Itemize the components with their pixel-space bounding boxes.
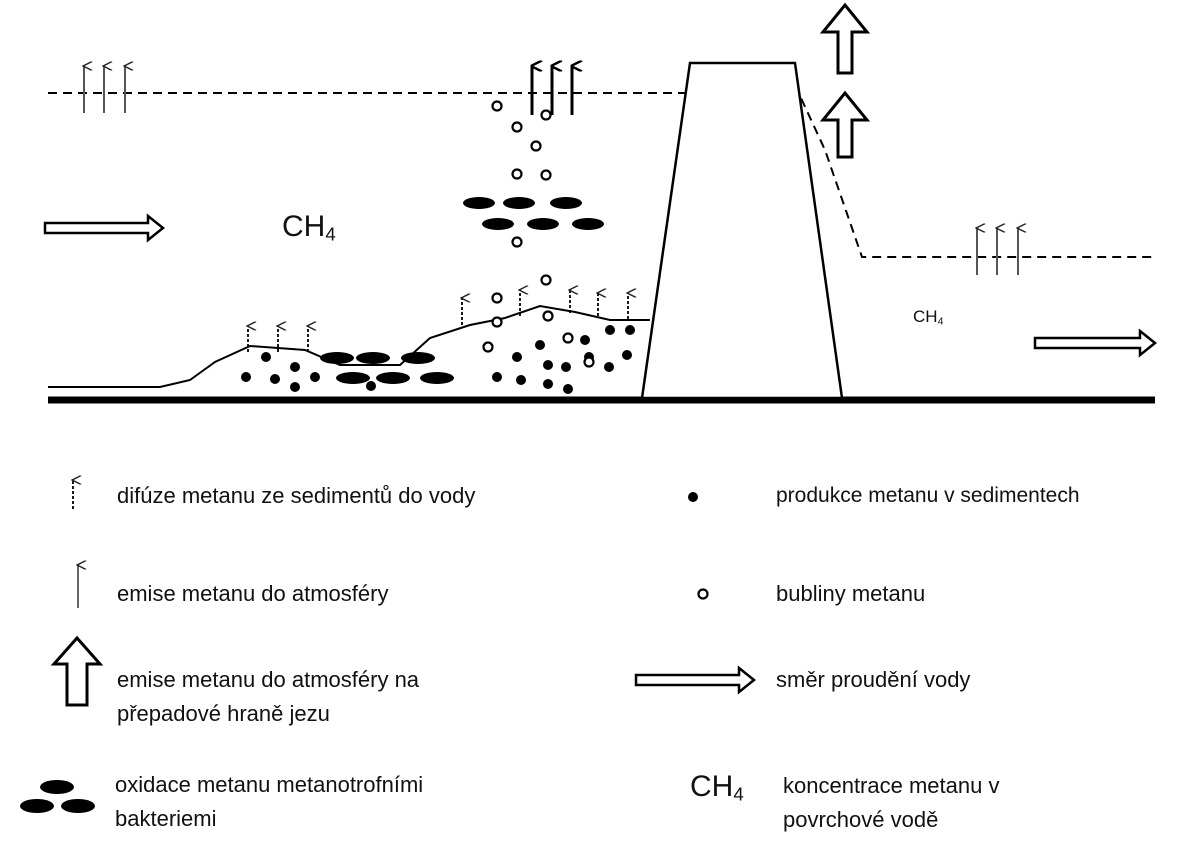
legend-production-label: produkce metanu v sedimentech xyxy=(776,484,1080,507)
ch4-subscript: 4 xyxy=(937,315,944,328)
emission-arrows-icon xyxy=(84,66,125,113)
ch4-subscript: 4 xyxy=(325,223,336,245)
legend-emission-label: emise metanu do atmosféry xyxy=(117,581,389,606)
ch4-text: CH xyxy=(282,210,326,243)
legend-diffusion-label: difúze metanu ze sedimentů do vody xyxy=(117,483,476,508)
legend-flow-label: směr proudění vody xyxy=(776,667,971,692)
sediment-surface xyxy=(48,304,650,388)
ch4-text: CH xyxy=(913,307,938,326)
methane-production-dots xyxy=(241,325,635,394)
ch4-subscript: 4 xyxy=(733,783,744,805)
weir-emission-arrow-icon xyxy=(819,90,871,159)
weir-emission-arrow-icon xyxy=(819,2,871,75)
flow-arrow-icon xyxy=(1033,328,1158,358)
weir xyxy=(640,61,844,400)
methane-bubbles xyxy=(482,100,595,368)
legend-weir-emission-label-2: přepadové hraně jezu xyxy=(117,701,330,726)
emission-arrows-icon xyxy=(977,228,1018,275)
legend-concentration-label-2: povrchové vodě xyxy=(783,807,939,832)
legend-bubble-icon xyxy=(697,588,709,600)
legend-flow-icon xyxy=(634,665,757,695)
flow-arrow-icon xyxy=(43,213,166,243)
ch4-upstream-label: CH4 xyxy=(282,210,336,246)
legend-oxidation-label-2: bakteriemi xyxy=(115,806,217,831)
legend-concentration-label-1: koncentrace metanu v xyxy=(783,773,1000,798)
legend-production-icon xyxy=(688,492,698,502)
legend-weir-emission-icon xyxy=(50,635,104,707)
legend-ch4-symbol: CH4 xyxy=(690,770,744,806)
ch4-text: CH xyxy=(690,770,734,803)
legend-weir-emission-label-1: emise metanu do atmosféry na xyxy=(117,667,420,692)
legend-oxidation-icon xyxy=(20,780,95,813)
legend-oxidation-label-1: oxidace metanu metanotrofními xyxy=(115,772,424,797)
downstream-water-surface xyxy=(794,84,1155,258)
ch4-downstream-label: CH4 xyxy=(913,307,943,328)
bubble-emission-arrows-icon xyxy=(532,66,572,115)
diffusion-arrows-icon xyxy=(248,290,628,352)
oxidation-bacteria xyxy=(320,197,604,384)
legend-bubbles-label: bubliny metanu xyxy=(776,581,926,606)
